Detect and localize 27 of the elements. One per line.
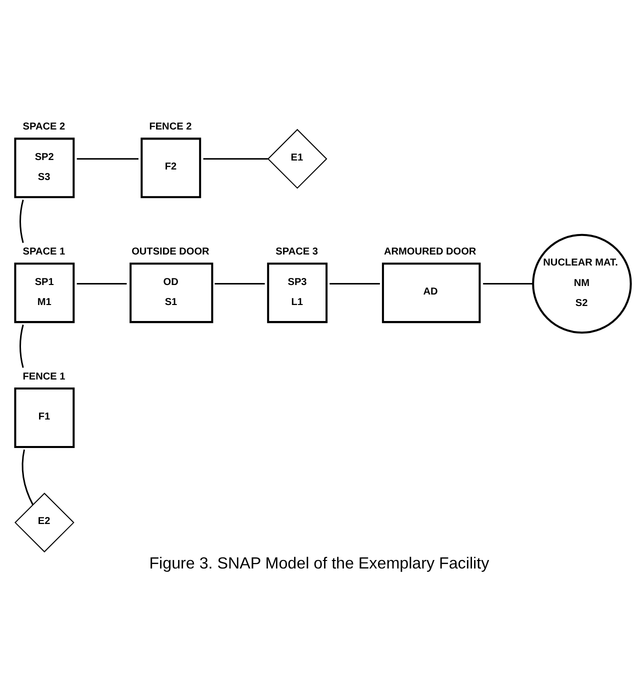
node-label: SPACE 3 <box>276 246 318 258</box>
connector <box>330 282 380 284</box>
node-label: ARMOURED DOOR <box>384 246 476 258</box>
node-label: SPACE 2 <box>22 121 66 132</box>
node-box: SP2 S3 <box>14 137 75 198</box>
node-label: SPACE 1 <box>22 246 66 258</box>
node-diamond: E1 <box>267 128 328 188</box>
connector <box>203 158 268 160</box>
node-box: AD <box>382 262 481 323</box>
connector <box>76 158 138 160</box>
node-label: OUTSIDE DOOR <box>132 246 210 258</box>
node-label: FENCE 2 <box>149 121 192 132</box>
connector <box>20 324 24 368</box>
connector <box>76 282 127 284</box>
node-box: F1 <box>14 387 75 448</box>
node-box: F2 <box>140 137 202 198</box>
connector <box>22 448 34 505</box>
node-box: SP1 M1 <box>14 262 75 323</box>
connector <box>214 282 265 284</box>
connector <box>20 199 24 242</box>
node-label: FENCE 1 <box>22 370 66 382</box>
node-box: OD S1 <box>130 262 214 323</box>
node-diamond: E2 <box>14 492 74 552</box>
caption: Figure 3. SNAP Model of the Exemplary Facility <box>149 554 490 572</box>
connector <box>483 282 533 284</box>
node-circle: NUCLEAR MAT. NM S2 <box>532 233 632 334</box>
node-box: SP3 L1 <box>267 262 328 323</box>
